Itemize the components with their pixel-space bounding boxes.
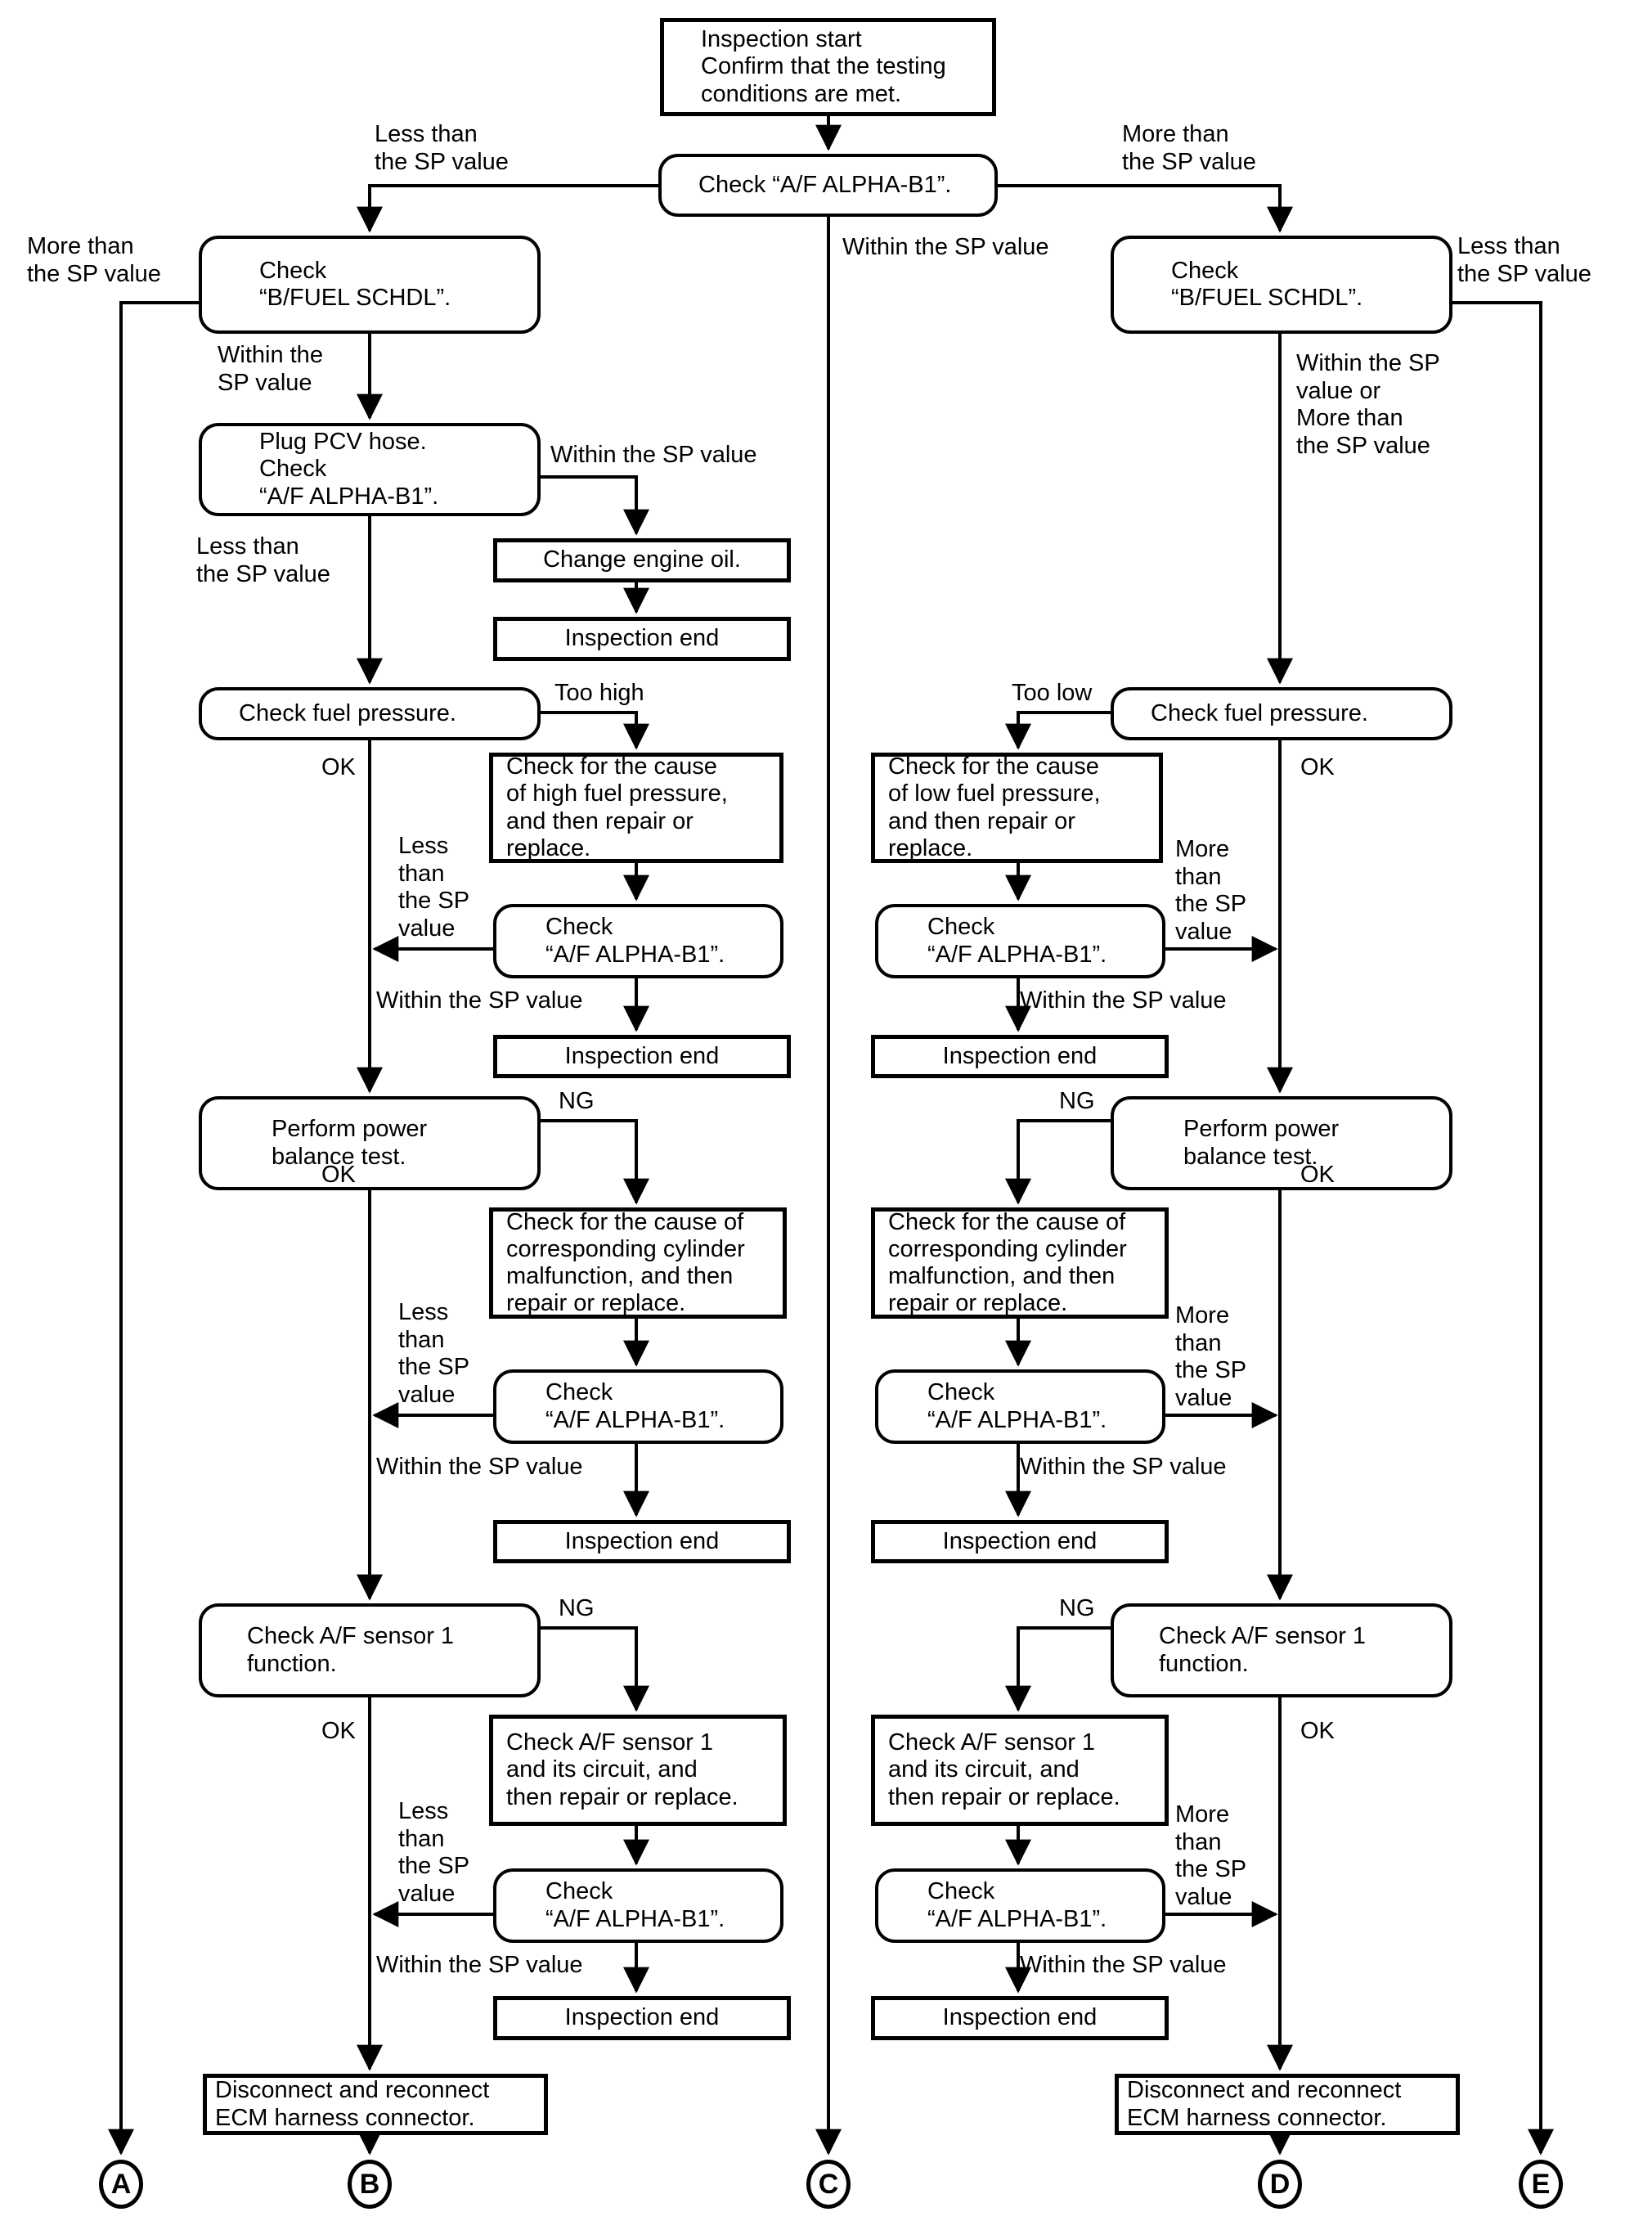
label-ok-right-2: OK — [1300, 1162, 1335, 1188]
node-change-oil: Change engine oil. — [493, 538, 791, 582]
node-cause-cylinder-right: Check for the cause of corresponding cyl… — [871, 1207, 1169, 1319]
node-check-af-right-power: Check “A/F ALPHA-B1”. — [875, 1369, 1165, 1444]
node-inspection-end-left-fuel: Inspection end — [493, 1035, 791, 1078]
node-fuel-pressure-left: Check fuel pressure. — [199, 687, 541, 740]
label-ng-right-1: NG — [1059, 1088, 1095, 1114]
label-ng-right-2: NG — [1059, 1595, 1095, 1621]
label-more-4l-right-2: More than the SP value — [1175, 1302, 1247, 1411]
label-within-sp-left1: Within the SP value — [218, 342, 323, 396]
label-ng-left-1: NG — [559, 1088, 595, 1114]
node-inspection-end-oil: Inspection end — [493, 617, 791, 661]
node-sensor-function-left: Check A/F sensor 1 function. — [199, 1603, 541, 1697]
label-less-than-sp-farright: Less than the SP value — [1457, 233, 1591, 287]
label-ng-left-2: NG — [559, 1595, 595, 1621]
label-too-high: Too high — [554, 680, 644, 706]
node-inspection-end-right-sensor: Inspection end — [871, 1996, 1169, 2040]
label-within-sp-center: Within the SP value — [842, 234, 1049, 260]
flow-lines — [108, 116, 1554, 2156]
label-more-4l-right-3: More than the SP value — [1175, 1801, 1247, 1910]
node-check-af-alpha-top: Check “A/F ALPHA-B1”. — [658, 154, 998, 217]
node-check-af-left-power: Check “A/F ALPHA-B1”. — [493, 1369, 783, 1444]
terminal-d: D — [1258, 2160, 1302, 2209]
label-within-sp-right-3: Within the SP value — [1020, 1454, 1227, 1480]
label-within-sp-left-4: Within the SP value — [376, 1952, 583, 1978]
label-ok-right-3: OK — [1300, 1718, 1335, 1744]
terminal-e: E — [1519, 2160, 1563, 2209]
node-sensor-circuit-left: Check A/F sensor 1 and its circuit, and … — [489, 1715, 787, 1826]
label-within-sp-right-2: Within the SP value — [1020, 987, 1227, 1014]
label-within-sp-right-4: Within the SP value — [1020, 1952, 1227, 1978]
terminal-c: C — [806, 2160, 851, 2209]
label-within-sp-left-3: Within the SP value — [376, 1454, 583, 1480]
label-ok-left-2: OK — [321, 1162, 356, 1188]
node-cause-cylinder-left: Check for the cause of corresponding cyl… — [489, 1207, 787, 1319]
label-ok-right-1: OK — [1300, 754, 1335, 780]
label-ok-left-1: OK — [321, 754, 356, 780]
node-sensor-circuit-right: Check A/F sensor 1 and its circuit, and … — [871, 1715, 1169, 1826]
node-inspection-end-right-power: Inspection end — [871, 1520, 1169, 1563]
node-fuel-pressure-right: Check fuel pressure. — [1111, 687, 1452, 740]
node-check-af-left-fuel: Check “A/F ALPHA-B1”. — [493, 904, 783, 978]
label-within-sp-left-2: Within the SP value — [376, 987, 583, 1014]
node-inspection-end-left-sensor: Inspection end — [493, 1996, 791, 2040]
label-too-low: Too low — [1012, 680, 1093, 706]
node-check-bfuel-left: Check “B/FUEL SCHDL”. — [199, 236, 541, 334]
node-power-balance-right: Perform power balance test. — [1111, 1096, 1452, 1190]
node-cause-low-fuel: Check for the cause of low fuel pressure… — [871, 753, 1163, 863]
node-check-bfuel-right: Check “B/FUEL SCHDL”. — [1111, 236, 1452, 334]
node-check-af-right-fuel: Check “A/F ALPHA-B1”. — [875, 904, 1165, 978]
label-less-4l-left-2: Less than the SP value — [398, 1299, 470, 1408]
node-power-balance-left: Perform power balance test. — [199, 1096, 541, 1190]
node-cause-high-fuel: Check for the cause of high fuel pressur… — [489, 753, 783, 863]
label-less-than-sp-topleft: Less than the SP value — [375, 121, 509, 175]
node-sensor-function-right: Check A/F sensor 1 function. — [1111, 1603, 1452, 1697]
node-check-af-right-sensor: Check “A/F ALPHA-B1”. — [875, 1868, 1165, 1943]
node-check-af-left-sensor: Check “A/F ALPHA-B1”. — [493, 1868, 783, 1943]
label-within-sp-pcv: Within the SP value — [550, 442, 757, 468]
label-within-or-more-right: Within the SP value or More than the SP … — [1296, 350, 1440, 459]
label-more-than-sp-farleft: More than the SP value — [27, 233, 161, 287]
terminal-a: A — [99, 2160, 143, 2209]
label-less-than-sp-pcv: Less than the SP value — [196, 533, 330, 587]
node-disconnect-ecm-right: Disconnect and reconnect ECM harness con… — [1115, 2074, 1460, 2135]
label-more-than-sp-topright: More than the SP value — [1122, 121, 1256, 175]
label-less-4l-left-3: Less than the SP value — [398, 1798, 470, 1907]
label-more-4l-right-1: More than the SP value — [1175, 836, 1247, 945]
node-disconnect-ecm-left: Disconnect and reconnect ECM harness con… — [203, 2074, 548, 2135]
node-inspection-start: Inspection start Confirm that the testin… — [660, 18, 996, 116]
terminal-b: B — [348, 2160, 392, 2209]
label-less-4l-left-1: Less than the SP value — [398, 833, 470, 942]
node-inspection-end-left-power: Inspection end — [493, 1520, 791, 1563]
label-ok-left-3: OK — [321, 1718, 356, 1744]
node-inspection-end-right-fuel: Inspection end — [871, 1035, 1169, 1078]
node-plug-pcv: Plug PCV hose. Check “A/F ALPHA-B1”. — [199, 423, 541, 516]
